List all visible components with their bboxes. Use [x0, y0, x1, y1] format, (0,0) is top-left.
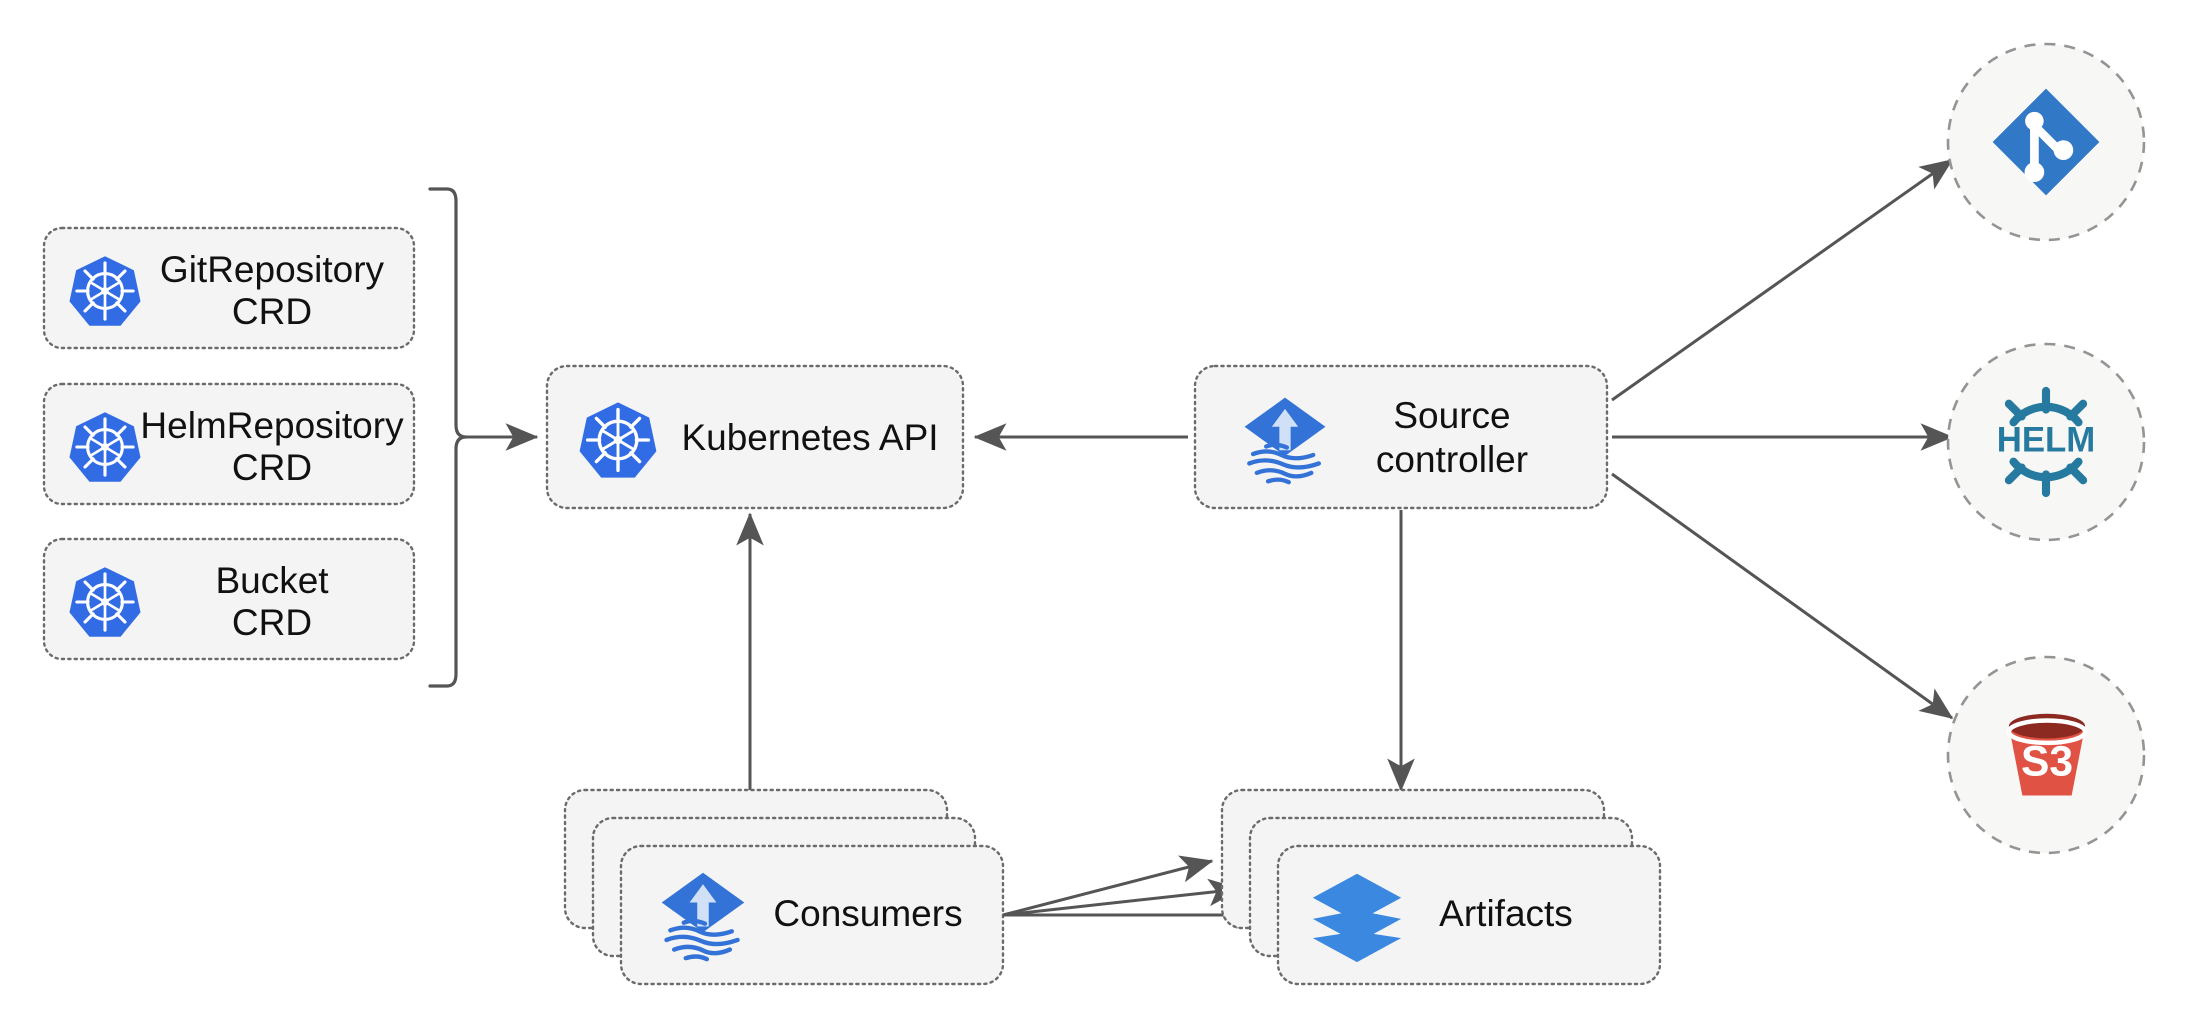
kubernetes-api-label: Kubernetes API — [681, 417, 938, 458]
crd-card-bucket[interactable]: Bucket CRD — [42, 537, 416, 661]
crd-label-line2: CRD — [232, 447, 312, 488]
source-node-helm[interactable] — [1946, 342, 2146, 542]
edge-source-controller-to-git — [1611, 158, 1954, 402]
crd-card-helm-repository[interactable]: HelmRepository CRD — [42, 382, 416, 506]
edge-consumers-to-artifacts-2 — [1002, 878, 1242, 917]
crd-label-line1: GitRepository — [160, 249, 385, 290]
node-source-controller[interactable]: Source controller — [1193, 364, 1609, 510]
edge-consumers-to-artifacts-1 — [1002, 855, 1214, 917]
artifacts-label: Artifacts — [1439, 893, 1573, 934]
s3-bucket-icon — [2009, 714, 2085, 796]
consumers-label: Consumers — [773, 893, 962, 934]
source-node-s3[interactable] — [1946, 655, 2146, 855]
crd-card-git-repository[interactable]: GitRepository CRD — [42, 226, 416, 350]
source-node-git[interactable] — [1946, 42, 2146, 242]
crd-group: GitRepository CRD HelmRepository CRD Buc… — [42, 226, 416, 661]
node-artifacts[interactable]: Artifacts — [1220, 788, 1662, 986]
source-controller-label-line2: controller — [1376, 439, 1528, 480]
crd-label-line1: HelmRepository — [140, 405, 404, 446]
source-controller-label-line1: Source — [1393, 395, 1510, 436]
edge-source-controller-to-s3 — [1611, 472, 1954, 720]
crd-label-line2: CRD — [232, 602, 312, 643]
crd-label-line2: CRD — [232, 291, 312, 332]
helm-icon — [1997, 391, 2096, 493]
crd-bracket — [428, 187, 468, 688]
node-kubernetes-api[interactable]: Kubernetes API — [545, 364, 965, 510]
node-consumers[interactable]: Consumers — [563, 788, 1005, 986]
crd-label-line1: Bucket — [215, 560, 329, 601]
